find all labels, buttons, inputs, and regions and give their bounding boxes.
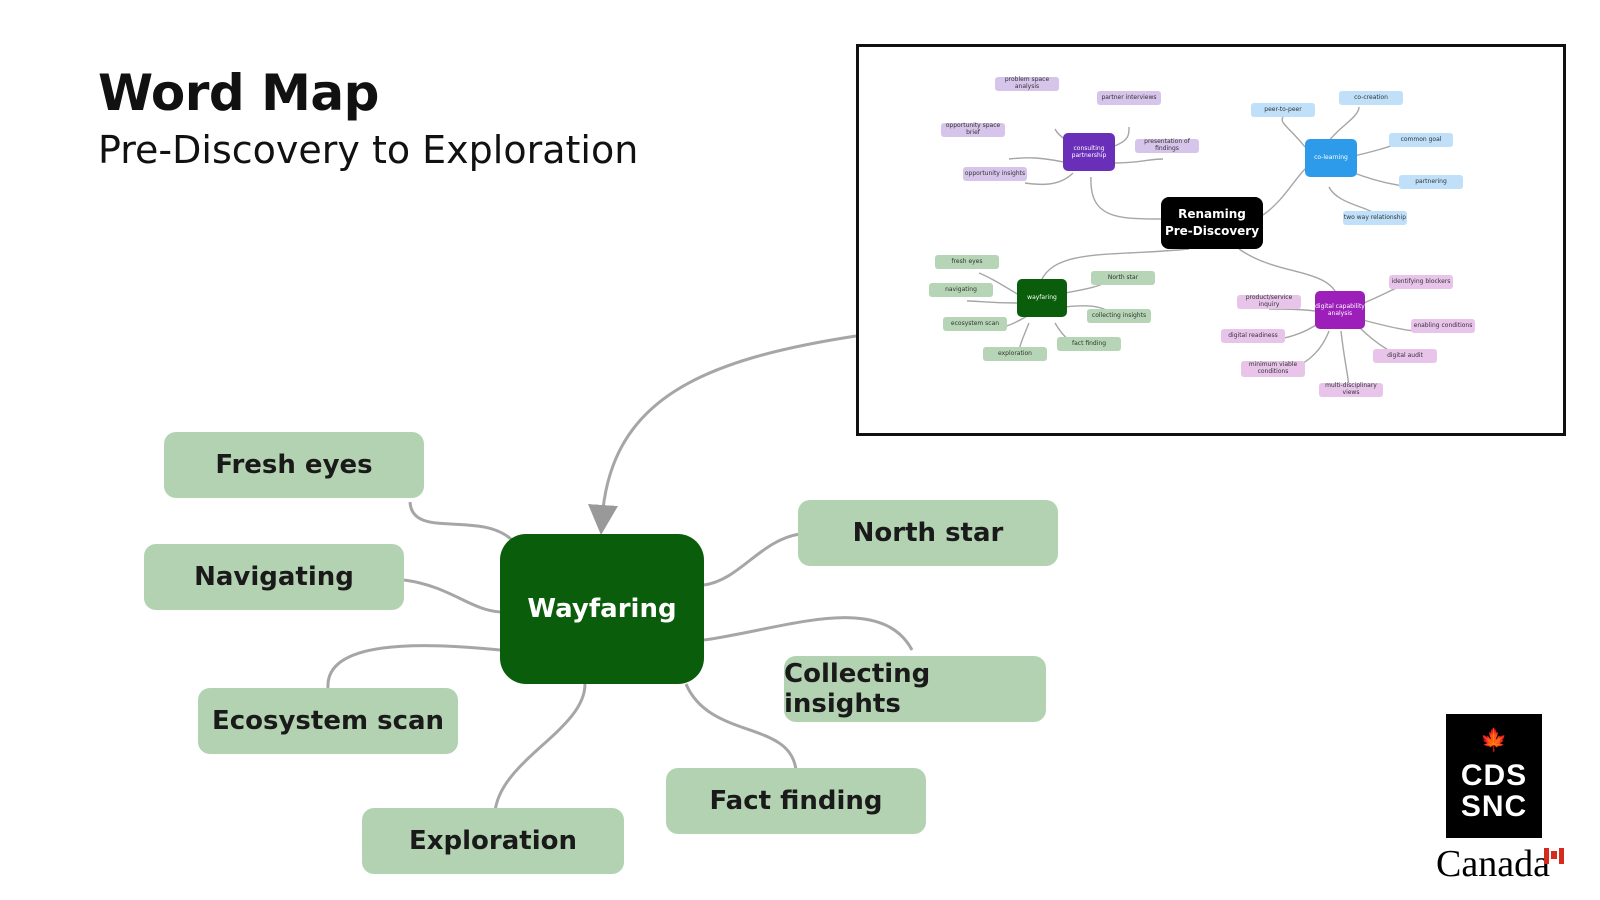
inset-blue-hub-label: co-learning — [1314, 154, 1348, 162]
inset-item-label: North star — [1107, 273, 1139, 281]
inset-purple-item: opportunity insights — [963, 167, 1027, 181]
node-ecosystem-scan: Ecosystem scan — [198, 688, 458, 754]
inset-item-label: opportunity insights — [964, 169, 1026, 177]
inset-green-item: exploration — [983, 347, 1047, 361]
hub-label: Wayfaring — [527, 594, 677, 624]
inset-magenta-item: enabling conditions — [1411, 319, 1475, 333]
inset-item-label: enabling conditions — [1413, 321, 1473, 329]
inset-item-label: problem space analysis — [1004, 76, 1050, 90]
inset-item-label: two way relationship — [1343, 213, 1407, 221]
inset-magenta-item: digital readiness — [1221, 329, 1285, 343]
inset-purple-item: presentation of findings — [1135, 139, 1199, 153]
node-label: Collecting insights — [784, 659, 931, 719]
slide-title: Word Map — [98, 64, 379, 122]
inset-magenta-item: digital audit — [1373, 349, 1437, 363]
inset-green-item: North star — [1091, 271, 1155, 285]
inset-item-label: multi-disciplinary views — [1325, 382, 1377, 396]
inset-green-item: ecosystem scan — [943, 317, 1007, 331]
inset-item-label: exploration — [998, 349, 1032, 357]
connector-navigating — [403, 578, 501, 614]
inset-green-item: fact finding — [1057, 337, 1121, 351]
canada-wordmark: Canada — [1436, 843, 1550, 885]
logo-snc: SNC — [1460, 790, 1528, 823]
connector-exploration — [493, 683, 587, 813]
inset-item-label: presentation of findings — [1144, 138, 1190, 152]
inset-item-label: opportunity space brief — [945, 122, 1001, 136]
node-label: Fact finding — [709, 786, 883, 816]
canada-flag-icon — [1544, 848, 1564, 864]
connector-inset-to-hub — [588, 334, 857, 535]
inset-item-label: fresh eyes — [951, 257, 983, 265]
hub-node: Wayfaring — [500, 534, 704, 684]
logo-cds: CDS — [1460, 758, 1528, 792]
inset-center-line2: Pre-Discovery — [1164, 224, 1260, 238]
connector-collecting-insights — [703, 616, 914, 651]
node-collecting-insights: Collecting insights — [784, 656, 1046, 722]
inset-green-hub-label: wayfaring — [1027, 294, 1057, 302]
inset-item-label: partner interviews — [1101, 93, 1157, 101]
node-exploration: Exploration — [362, 808, 624, 874]
inset-item-label: identifying blockers — [1391, 277, 1451, 285]
inset-purple-item: partner interviews — [1097, 91, 1161, 105]
inset-magenta-hub: digital capability analysis — [1315, 291, 1365, 329]
inset-item-label: collecting insights — [1091, 311, 1147, 319]
inset-magenta-item: product/service inquiry — [1237, 295, 1301, 309]
inset-item-label: peer-to-peer — [1264, 105, 1302, 113]
node-label: Navigating — [194, 562, 354, 592]
connector-north-star — [703, 532, 801, 587]
node-label: Exploration — [409, 826, 577, 856]
inset-purple-hub: consulting partnership — [1063, 133, 1115, 171]
inset-magenta-item: multi-disciplinary views — [1319, 383, 1383, 397]
inset-mindmap: Renaming Pre-Discovery consulting partne… — [856, 44, 1566, 436]
connector-fact-finding — [684, 683, 798, 771]
connector-ecosystem-scan — [326, 644, 501, 689]
inset-item-label: ecosystem scan — [950, 319, 1000, 327]
slide-subtitle: Pre-Discovery to Exploration — [98, 128, 639, 172]
connector-fresh-eyes — [408, 501, 514, 542]
inset-item-label: digital audit — [1387, 351, 1423, 359]
inset-blue-hub: co-learning — [1305, 139, 1357, 177]
inset-item-label: partnering — [1415, 177, 1447, 185]
inset-item-label: navigating — [945, 285, 977, 293]
inset-blue-item: co-creation — [1339, 91, 1403, 105]
inset-blue-item: partnering — [1399, 175, 1463, 189]
node-north-star: North star — [798, 500, 1058, 566]
node-fact-finding: Fact finding — [666, 768, 926, 834]
inset-center-line1: Renaming — [1178, 207, 1246, 222]
node-fresh-eyes: Fresh eyes — [164, 432, 424, 498]
inset-item-label: fact finding — [1071, 339, 1107, 347]
node-label: Ecosystem scan — [211, 706, 445, 736]
inset-item-label: co-creation — [1354, 93, 1388, 101]
inset-magenta-item: identifying blockers — [1389, 275, 1453, 289]
cds-snc-logo: 🍁 CDS SNC — [1446, 714, 1542, 838]
node-label: Fresh eyes — [215, 450, 373, 480]
inset-magenta-hub-label: digital capability analysis — [1315, 302, 1365, 317]
inset-purple-item: opportunity space brief — [941, 123, 1005, 137]
inset-purple-hub-label: consulting partnership — [1071, 144, 1107, 159]
inset-blue-item: two way relationship — [1343, 211, 1407, 225]
inset-item-label: common goal — [1400, 135, 1442, 143]
inset-purple-item: problem space analysis — [995, 77, 1059, 91]
inset-green-item: collecting insights — [1087, 309, 1151, 323]
inset-item-label: product/service inquiry — [1245, 294, 1293, 308]
node-navigating: Navigating — [144, 544, 404, 610]
inset-blue-item: peer-to-peer — [1251, 103, 1315, 117]
inset-center-node: Renaming Pre-Discovery — [1161, 197, 1263, 249]
inset-item-label: minimum viable conditions — [1248, 361, 1298, 375]
inset-blue-item: common goal — [1389, 133, 1453, 147]
inset-item-label: digital readiness — [1228, 331, 1278, 339]
inset-green-item: navigating — [929, 283, 993, 297]
inset-green-hub: wayfaring — [1017, 279, 1067, 317]
maple-leaf-icon: 🍁 — [1480, 727, 1508, 753]
node-label: North star — [852, 518, 1004, 548]
inset-magenta-item: minimum viable conditions — [1241, 361, 1305, 377]
inset-green-item: fresh eyes — [935, 255, 999, 269]
